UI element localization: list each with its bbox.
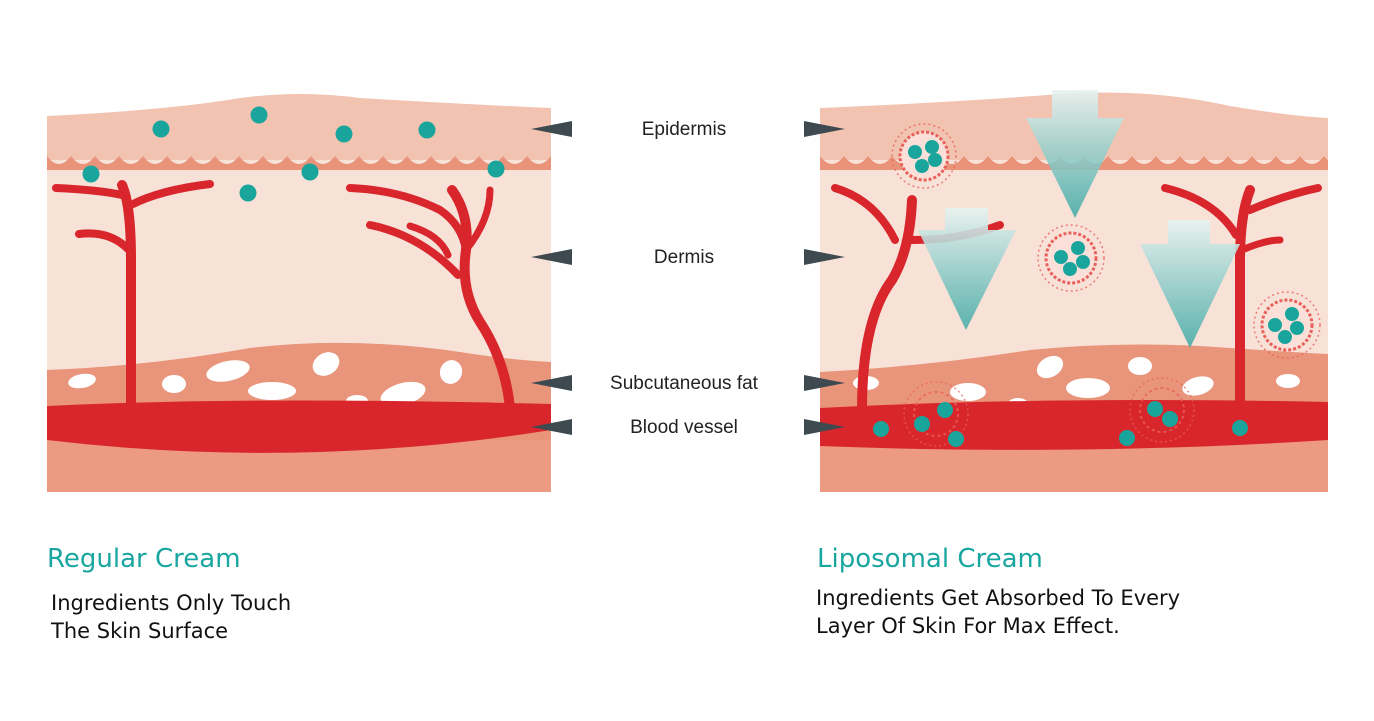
liposome-burst (903, 381, 969, 447)
pointer-right-epidermis (804, 121, 845, 137)
lower-tissue (47, 440, 551, 492)
pointer-right-vessel (804, 419, 845, 435)
liposomal-cream-title: Liposomal Cream (817, 544, 1043, 574)
pointer-right-fat (804, 375, 845, 391)
fat-globule (1036, 355, 1064, 379)
fat-globule (68, 373, 96, 389)
capillary (117, 180, 136, 415)
ingredient-dot (937, 402, 953, 418)
fat-globule (312, 352, 340, 376)
fat-globule (206, 360, 250, 382)
ingredient-dot (1119, 430, 1135, 446)
liposomal-cream-panel (820, 90, 1328, 492)
ingredient-dot (335, 125, 353, 143)
ingredient-dot (948, 431, 964, 447)
capillary (1235, 185, 1255, 415)
label-blood-vessel: Blood vessel (630, 417, 738, 438)
ingredient-dot (487, 160, 505, 178)
fat-globule (248, 382, 296, 400)
capillary (52, 184, 126, 199)
fat-globule (1276, 374, 1300, 388)
fat-globule (439, 360, 463, 384)
pointer-left-fat (531, 375, 572, 391)
capillary (1246, 184, 1322, 214)
ingredient-dot (1162, 411, 1178, 427)
label-dermis: Dermis (653, 247, 715, 268)
ingredient-dot (1147, 401, 1163, 417)
capillary (346, 184, 470, 254)
lower-tissue (820, 440, 1328, 492)
epidermis-band (47, 156, 551, 170)
fat-globule (1066, 378, 1110, 398)
label-subcutaneous-fat: Subcutaneous fat (610, 373, 758, 394)
pointer-left-vessel (531, 419, 572, 435)
ingredient-dot (914, 416, 930, 432)
capillary (1161, 184, 1240, 239)
penetration-arrow (918, 208, 1016, 330)
ingredient-dot (250, 106, 268, 124)
surface-ingredients (82, 106, 505, 202)
penetration-arrow (1026, 90, 1124, 218)
liposome (1037, 224, 1105, 292)
capillaries (52, 180, 515, 415)
ingredient-dot (239, 184, 257, 202)
layer-pointers (531, 121, 845, 435)
capillary (127, 180, 214, 209)
regular-cream-panel (47, 94, 551, 492)
capillary (75, 229, 133, 254)
epidermis-layer (47, 94, 551, 160)
pointer-left-dermis (531, 249, 572, 265)
fat-globule (1182, 376, 1214, 396)
label-epidermis: Epidermis (641, 119, 727, 140)
blood-vessel (47, 400, 551, 453)
capillary (406, 222, 452, 259)
ingredient-dot (152, 120, 170, 138)
fat-globule (162, 375, 186, 393)
capillary (447, 185, 515, 413)
liposomes (891, 123, 1321, 447)
fat-globules (853, 355, 1300, 410)
liposome (1253, 291, 1321, 359)
ingredient-dot (418, 121, 436, 139)
penetration-arrow (1140, 220, 1240, 348)
liposome-burst (1129, 377, 1195, 443)
blood-vessel (820, 400, 1328, 450)
liposome (891, 123, 957, 189)
capillary (1238, 236, 1284, 254)
regular-cream-desc-line1: Ingredients Only Touch (51, 591, 292, 615)
fat-globule (380, 381, 426, 407)
regular-cream-desc-line2: The Skin Surface (51, 619, 229, 643)
ingredient-dot (873, 421, 889, 437)
fat-globule (950, 383, 986, 401)
fat-globules (68, 352, 463, 407)
ingredient-dot (301, 163, 319, 181)
fat-globule (1128, 357, 1152, 375)
penetration-arrows (918, 90, 1240, 348)
pointer-left-epidermis (531, 121, 572, 137)
regular-cream-title: Regular Cream (47, 544, 241, 574)
capillary (831, 184, 899, 244)
liposomal-cream-desc-line2: Layer Of Skin For Max Effect. (816, 614, 1120, 638)
capillary (462, 186, 494, 254)
capillary (857, 195, 917, 415)
absorbed-ingredients (873, 401, 1248, 447)
ingredient-dot (82, 165, 100, 183)
liposomal-cream-desc-line1: Ingredients Get Absorbed To Every (816, 586, 1181, 610)
pointer-right-dermis (804, 249, 845, 265)
ingredient-dot (1232, 420, 1248, 436)
capillary (366, 221, 462, 279)
